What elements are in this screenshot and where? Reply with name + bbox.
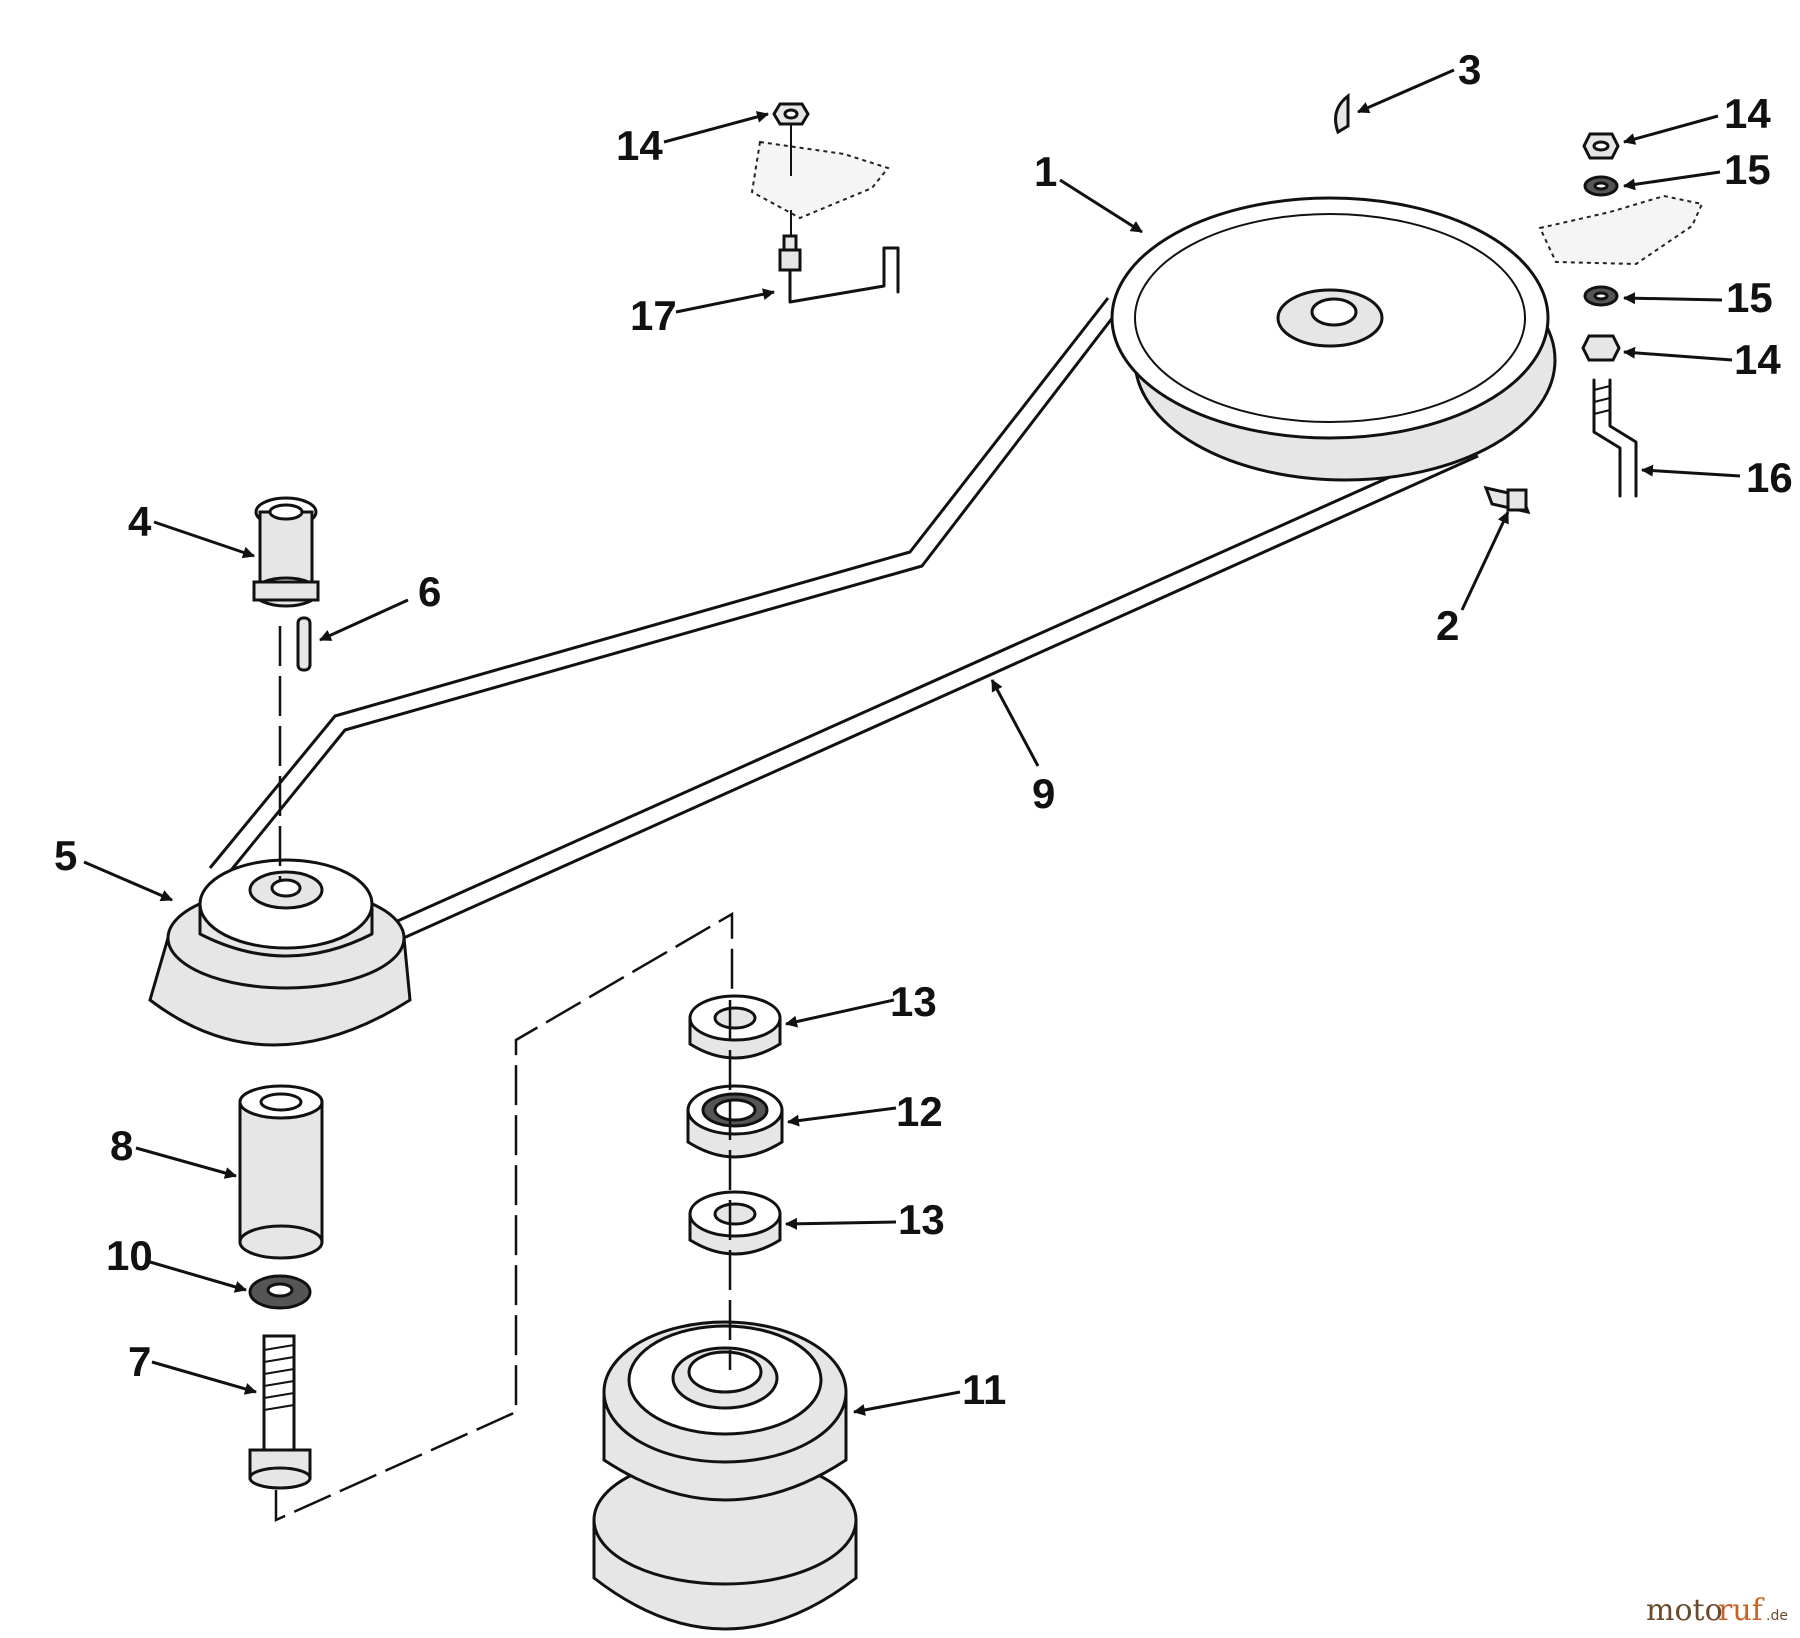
arrow-3 [1357, 68, 1455, 114]
watermark-text-b: ruf [1718, 1593, 1765, 1628]
callout-15-upper: 15 [1724, 146, 1771, 193]
bolt [248, 1334, 312, 1490]
callout-13-lower: 13 [898, 1196, 945, 1243]
callout-3: 3 [1458, 46, 1481, 93]
callout-1: 1 [1034, 148, 1057, 195]
arrow-2 [1460, 511, 1510, 611]
leader-arrows [83, 68, 1741, 1416]
watermark-logo: moto ruf .de [1646, 1593, 1788, 1628]
idler-pulley [592, 1320, 858, 1631]
arrow-13a [785, 998, 895, 1028]
callout-15-lower: 15 [1726, 274, 1773, 321]
sleeve [252, 496, 320, 608]
assembly-line [274, 911, 734, 1522]
callout-16: 16 [1746, 454, 1793, 501]
watermark-text-a: moto [1646, 1593, 1723, 1628]
spacer-tube [238, 1084, 324, 1260]
v-belt [208, 297, 1479, 956]
large-pulley [1110, 196, 1557, 482]
key-pin [296, 616, 312, 672]
callout-7: 7 [128, 1338, 151, 1385]
arrow-7 [151, 1360, 257, 1395]
set-screw [1483, 485, 1531, 515]
arrow-13b [785, 1217, 897, 1230]
drive-pulley [148, 858, 412, 1047]
bearing-upper [688, 994, 782, 1060]
arrow-10 [149, 1260, 247, 1293]
arrow-4 [153, 520, 255, 559]
callout-5: 5 [54, 832, 77, 879]
woodruff-key [1334, 92, 1350, 135]
arrow-17 [675, 288, 775, 314]
arrow-14c [1623, 346, 1733, 362]
roller-bearing [686, 1084, 784, 1159]
callout-6: 6 [418, 568, 441, 615]
arrow-11 [853, 1390, 961, 1416]
callout-labels: 1 2 3 4 5 6 7 8 9 10 11 12 13 13 14 14 1… [54, 46, 1793, 1413]
arrow-6 [319, 598, 409, 642]
callout-17: 17 [630, 292, 677, 339]
arrow-9 [990, 679, 1040, 767]
callout-13-upper: 13 [890, 978, 937, 1025]
arrow-15b [1623, 292, 1723, 305]
callout-8: 8 [110, 1122, 133, 1169]
callout-2: 2 [1436, 602, 1459, 649]
arrow-14b [1623, 114, 1719, 145]
arrow-14a [663, 111, 769, 144]
washer [248, 1274, 312, 1310]
arrow-15a [1623, 170, 1721, 191]
callout-4: 4 [128, 498, 152, 545]
callout-11: 11 [962, 1366, 1006, 1413]
callout-12: 12 [896, 1088, 943, 1135]
bracket-assembly-left [750, 102, 900, 304]
arrow-12 [787, 1106, 897, 1127]
callout-9: 9 [1032, 770, 1055, 817]
callout-14-bottom-right: 14 [1734, 336, 1781, 383]
arrow-1 [1059, 178, 1143, 234]
watermark-suffix: .de [1766, 1608, 1788, 1624]
callout-10: 10 [106, 1232, 153, 1279]
bearing-lower [688, 1190, 782, 1256]
callout-14-left: 14 [616, 122, 663, 169]
arrow-16 [1641, 464, 1741, 478]
arrow-8 [135, 1146, 237, 1179]
bracket-assembly-right [1538, 132, 1704, 498]
callout-14-top-right: 14 [1724, 90, 1771, 137]
arrow-5 [83, 860, 173, 902]
